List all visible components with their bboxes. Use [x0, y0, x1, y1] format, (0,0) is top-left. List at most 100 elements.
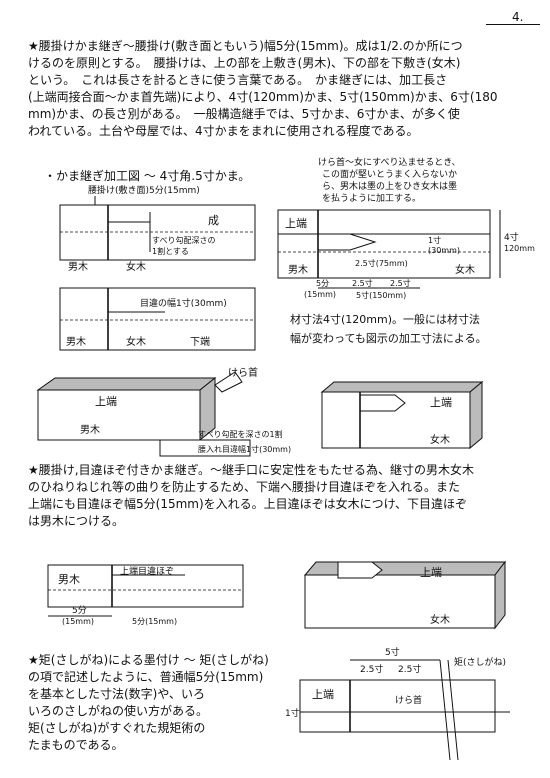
label-kosi: 腰入れ目違幅1寸(30mm) — [198, 444, 291, 454]
dim-5bu: 5分 — [72, 605, 87, 616]
kama-head — [214, 371, 243, 393]
beam-outline — [277, 209, 491, 279]
label-oki: 男木 — [68, 261, 88, 273]
upper-beam-outline — [59, 204, 256, 261]
text-line: mm)かま、の長さ別がある。 一般構造継手では、5寸かま、6寸かま、が多く使 — [28, 107, 460, 121]
label-sei: 成 — [208, 214, 219, 227]
text-line: たまものである。 — [28, 738, 124, 752]
text-line: という。 これは長さを計るときに使う言葉である。 かま継ぎには、加工長さ — [28, 73, 448, 87]
figure-kama-side-right: けら首～女にすべり込ませるとき、 この面が堅いとうまく入らないか ら、男木は墨の… — [277, 156, 535, 300]
label-koubai-1: すべり勾配深さの — [152, 235, 215, 245]
dim-25a: 2.5寸 — [360, 663, 383, 675]
label-shitaba: 下端 — [190, 335, 210, 348]
label-1sun: 1寸 — [285, 707, 300, 719]
paragraph-metigai: ★腰掛け,目違ほぞ付きかま継ぎ。～継手口に安定性をもたせる為、継寸の男木女木 の… — [28, 462, 528, 530]
beam-side — [494, 560, 506, 630]
label-koubai: すべり勾配を深さの1割 — [198, 429, 283, 439]
dim-25b: 2.5寸 — [398, 663, 421, 675]
paragraph-sashigane: ★矩(さしがね)による墨付け ～ 矩(さしがね) の項で記述したように、普通幅5… — [28, 652, 278, 754]
label-uwaba: 上端 — [420, 566, 442, 579]
figure-kama-3d-right: 上端 女木 — [320, 380, 484, 450]
text-line: (上端両接合面～かま首先端)により、4寸(120mm)かま、5寸(150mm)か… — [28, 90, 498, 104]
figure-kama-3d-left: けら首 上端 男木 すべり勾配を深さの1割 腰入れ目違幅1寸(30mm) — [36, 366, 291, 457]
beam-outline — [47, 564, 244, 608]
text-line: ★矩(さしがね)による墨付け ～ 矩(さしがね) — [28, 653, 269, 667]
label-oki: 男木 — [58, 573, 80, 586]
label-oki: 男木 — [288, 264, 308, 276]
label-uwaba: 上端 — [430, 396, 452, 409]
label-mechigai: 目違の幅1寸(30mm) — [140, 297, 227, 309]
label-meki: 女木 — [455, 263, 475, 276]
beam-top — [36, 377, 217, 391]
text-line: を基本とした寸法(数字)や、いろ — [28, 687, 206, 701]
figure-metigai-left: 男木 上端目違ほぞ 5分 (15mm) 5分(15mm) — [47, 564, 244, 626]
beam-top — [320, 381, 484, 393]
label-uwaba: 上端 — [285, 217, 307, 230]
text-line: われている。土台や母屋では、4寸かまをまれに使用される程度である。 — [28, 124, 419, 138]
bullet-processing-diagram: ・かま継ぎ加工図 ～ 4寸角.5寸かま。 — [44, 169, 251, 183]
label-kerakubi: けら首 — [395, 694, 422, 706]
dim-4sun: 4寸 — [504, 231, 519, 243]
text-line: ★腰掛け,目違ほぞ付きかま継ぎ。～継手口に安定性をもたせる為、継寸の男木女木 — [28, 463, 474, 477]
note-lumber-1: 材寸法4寸(120mm)。一般には材寸法 — [290, 312, 480, 326]
lower-beam-front — [159, 439, 251, 457]
label-uwaba: 上端 — [312, 688, 334, 701]
paragraph-kamatsugi: ★腰掛けかま継ぎ～腰掛け(敷き面ともいう)幅5分(15mm)。成は1/2.のか所… — [28, 38, 528, 140]
beam-side — [199, 376, 216, 442]
text-line: 上端にも目違ほぞ幅5分(15mm)を入れる。上目違ほぞは女木につけ、下目違ほぞ — [28, 497, 468, 511]
lower-beam-outline — [59, 287, 256, 351]
label-meki: 女木 — [126, 260, 146, 273]
label-koubai-2: 1割とする — [152, 246, 189, 256]
text-line: ★腰掛けかま継ぎ～腰掛け(敷き面ともいう)幅5分(15mm)。成は1/2.のか所… — [28, 39, 463, 53]
dim-5sun: 5寸(150mm) — [356, 290, 406, 300]
figure-sashigane: 5寸 2.5寸 2.5寸 矩(さしがね) 上端 けら首 1寸 — [285, 646, 510, 761]
text-line: いろのさしがねの使い方がある。 — [28, 704, 209, 718]
dim-1sun: 1寸 — [428, 235, 441, 245]
note-line-1: けら首～女にすべり込ませるとき、 — [318, 156, 461, 168]
label-sashigane: 矩(さしがね) — [454, 656, 506, 668]
text-line: の項で記述したように、普通幅5分(15mm) — [28, 670, 264, 684]
label-meki: 女木 — [430, 613, 450, 626]
note-line-4: を払うように加工する。 — [322, 192, 421, 204]
label-meki: 女木 — [430, 433, 450, 446]
kama-head — [337, 561, 383, 579]
text-line: 矩(さしがね)がすぐれた規矩術の — [28, 721, 206, 735]
dim-120mm: 120mm — [504, 244, 535, 253]
label-uwaba-mechigai: 上端目違ほぞ — [120, 565, 174, 577]
page-number: 4. — [512, 10, 524, 24]
note-lumber-2: 幅が変わっても図示の加工寸法による。 — [290, 331, 487, 345]
kama-head — [359, 394, 406, 412]
label-koshikake: 腰掛け(敷き面)5分(15mm) — [88, 184, 200, 196]
figure-kama-plan-left: 腰掛け(敷き面)5分(15mm) 成 すべり勾配深さの 1割とする 男木 女木 … — [59, 184, 256, 351]
sashigane-arm — [439, 659, 451, 761]
beam-top — [303, 561, 507, 576]
label-oki-2: 男木 — [66, 336, 86, 348]
label-kerakubi: けら首 — [228, 366, 258, 379]
dim-5sun: 5寸 — [385, 646, 400, 658]
dim-5bu-15mm: 5分(15mm) — [132, 617, 177, 626]
kama-head-shape — [317, 233, 377, 251]
label-oki: 男木 — [80, 424, 100, 436]
beam-side — [469, 380, 483, 450]
text-line: けるのを原則とする。 腰掛けは、上の部を上敷き(男木)、下の部を下敷き(女木) — [28, 56, 461, 70]
dim-30mm: (30mm) — [428, 246, 460, 255]
dim-5bu: 5分 — [316, 279, 329, 288]
beam-front — [304, 574, 496, 629]
dim-15mm: (15mm) — [304, 290, 336, 299]
dim-15mm: (15mm) — [62, 617, 94, 626]
dim-25b: 2.5寸 — [390, 278, 411, 288]
label-meki-2: 女木 — [126, 335, 146, 348]
sashigane-arm — [447, 659, 459, 761]
figure-metigai-3d-right: 上端 女木 — [303, 560, 507, 630]
note-line-2: この面が堅いとうまく入らないか — [322, 168, 457, 180]
beam-front — [37, 389, 201, 441]
text-line: のひねりねじれ等の曲りを防止するため、下端へ腰掛け目違ほぞを入れる。また — [28, 480, 461, 494]
dim-25a: 2.5寸 — [352, 278, 373, 288]
beam-outline — [299, 679, 496, 733]
dim-25sun: 2.5寸(75mm) — [355, 258, 408, 268]
note-line-3: ら、男木は墨の上をひき女木は墨 — [322, 180, 457, 192]
text-line: は男木につける。 — [28, 514, 125, 528]
label-uwaba: 上端 — [95, 395, 117, 408]
header-rule — [486, 24, 540, 25]
